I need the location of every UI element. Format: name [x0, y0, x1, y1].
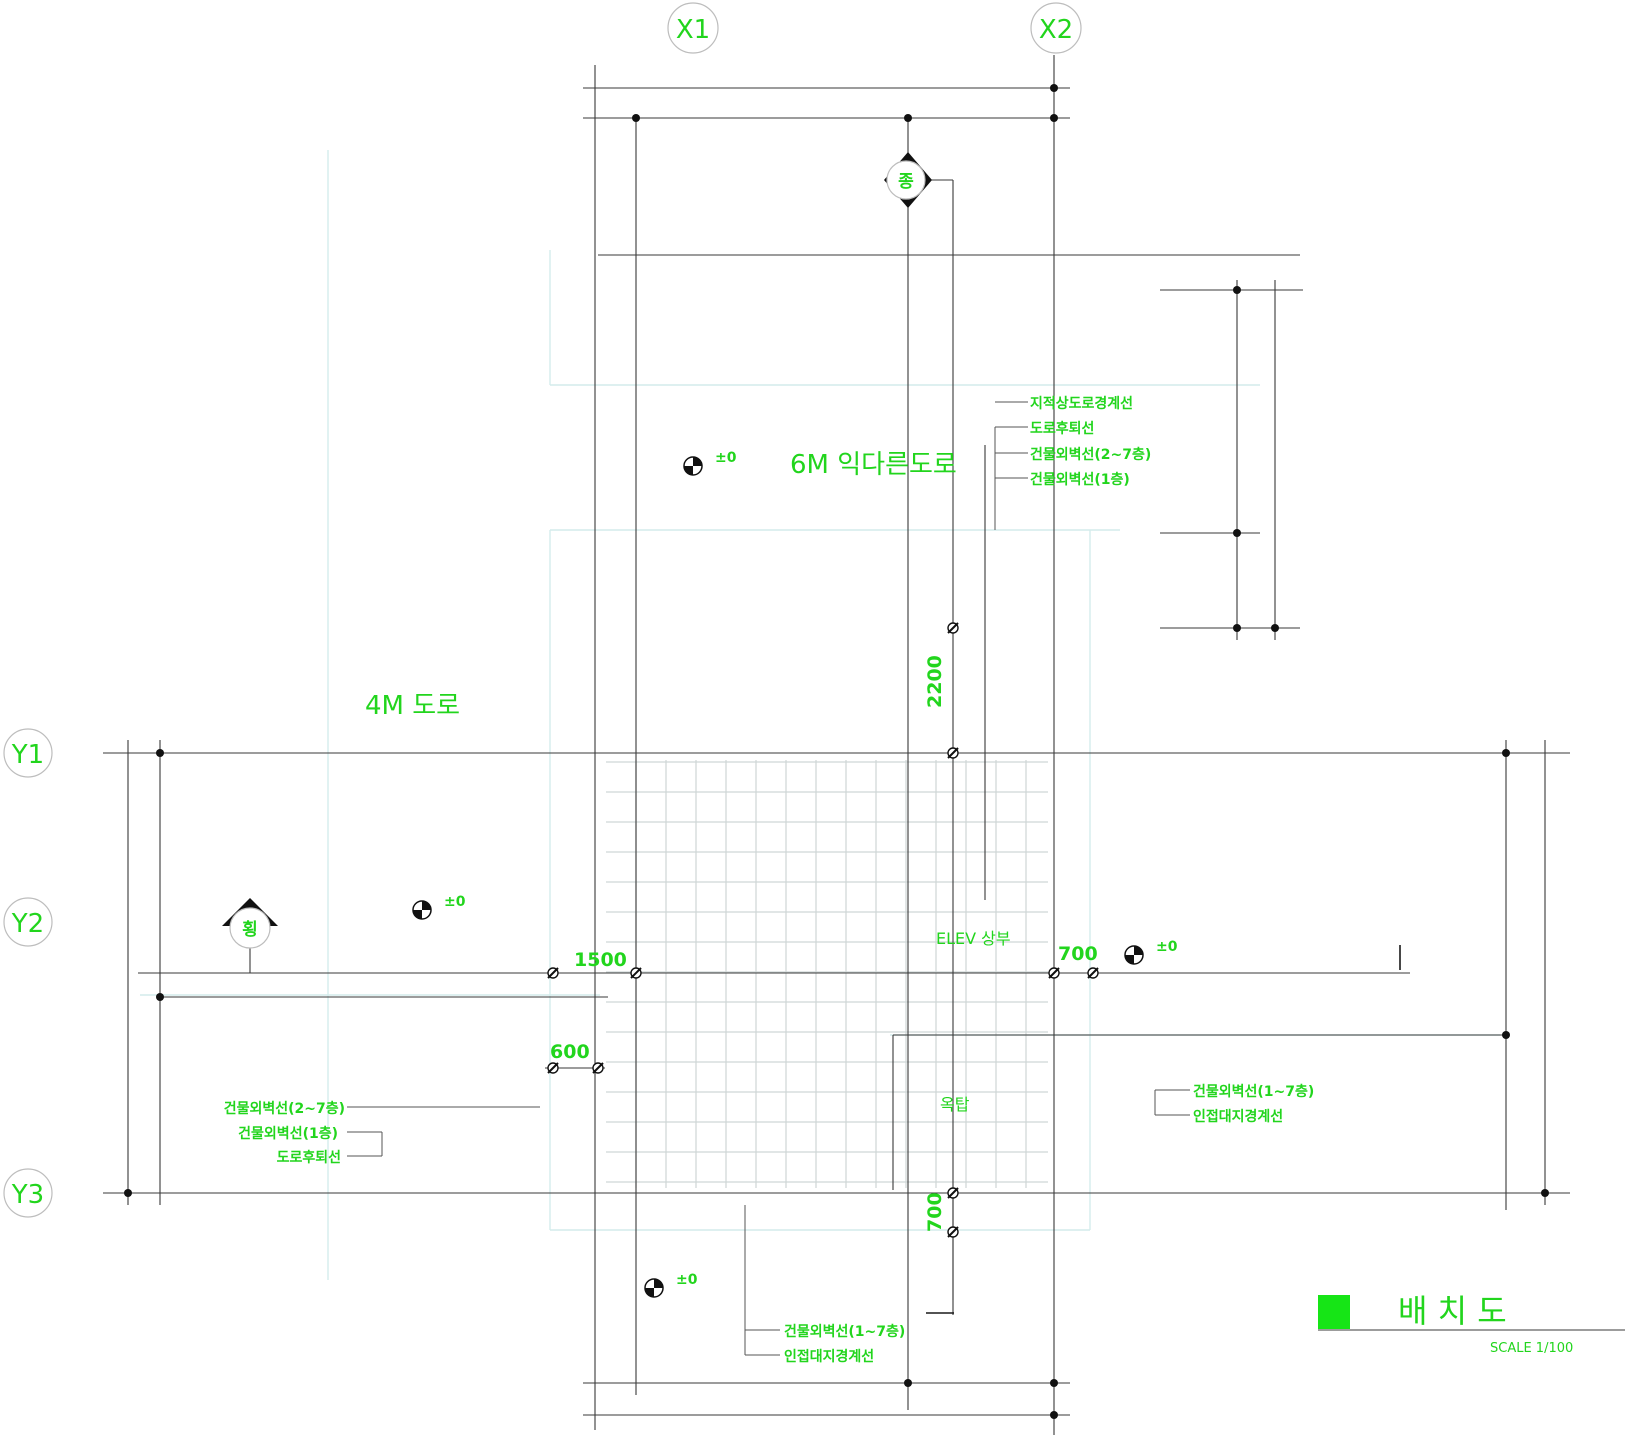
dimension-tick — [947, 1226, 959, 1238]
room-label-stair: 옥탑 — [940, 1095, 970, 1114]
section-mark-left-label: 횡 — [242, 920, 258, 940]
leader-group-top: 지적상도로경계선 도로후퇴선 건물외벽선(2~7층) 건물외벽선(1층) — [994, 395, 1151, 530]
leader-bottom-2: 인접대지경계선 — [784, 1348, 874, 1365]
dimension-1500: 1500 — [574, 949, 627, 971]
dimension-tick — [547, 1062, 559, 1074]
road-label-4m: 4M 도로 — [365, 691, 460, 721]
elevation-marker: ±0 — [683, 450, 737, 476]
elevation-marker: ±0 — [412, 894, 466, 920]
dimension-tick — [592, 1062, 604, 1074]
leader-top-1: 지적상도로경계선 — [1030, 395, 1133, 412]
leader-left-1: 건물외벽선(2~7층) — [224, 1100, 345, 1117]
leader-group-bottom: 건물외벽선(1~7층) 인접대지경계선 — [744, 1205, 905, 1365]
grid-label-x1: X1 — [676, 15, 710, 45]
dimension-tick — [1048, 967, 1060, 979]
elevation-markers: ±0 ±0 ±0 ±0 — [412, 450, 1178, 1298]
leader-group-left: 건물외벽선(2~7층) 건물외벽선(1층) 도로후퇴선 — [224, 1100, 540, 1166]
elevation-label: ±0 — [676, 1272, 698, 1288]
dimension-2200: 2200 — [924, 655, 946, 708]
grid-bubble-x2: X2 — [1030, 2, 1082, 54]
dimension-ticks — [547, 622, 1099, 1238]
dimension-600: 600 — [550, 1041, 590, 1063]
dimension-700-bottom: 700 — [924, 1192, 946, 1232]
grid-label-y1: Y1 — [11, 740, 44, 770]
dimension-tick — [630, 967, 642, 979]
elevation-marker: ±0 — [1124, 939, 1178, 965]
grid-bubble-y2: Y2 — [3, 897, 53, 947]
leader-left-3: 도로후퇴선 — [277, 1150, 341, 1166]
dimension-700-right: 700 — [1058, 943, 1098, 965]
leader-left-2: 건물외벽선(1층) — [238, 1125, 338, 1142]
drawing-scale: SCALE 1/100 — [1490, 1341, 1573, 1356]
grid-label-y2: Y2 — [11, 909, 44, 939]
leader-top-2: 도로후퇴선 — [1030, 421, 1094, 437]
grid-bubble-y1: Y1 — [3, 728, 53, 778]
title-marker — [1318, 1295, 1350, 1329]
dimension-tick — [947, 622, 959, 634]
building-grid-hatch — [606, 760, 1048, 1188]
elevation-label: ±0 — [1156, 939, 1178, 955]
grid-label-y3: Y3 — [11, 1180, 44, 1210]
section-mark-top-label: 종 — [898, 172, 914, 192]
leader-top-3: 건물외벽선(2~7층) — [1030, 446, 1151, 463]
dimension-tick — [1087, 967, 1099, 979]
elevation-label: ±0 — [444, 894, 466, 910]
dimension-dots — [124, 84, 1549, 1419]
drawing-title: 배 치 도 — [1398, 1292, 1507, 1330]
leader-top-4: 건물외벽선(1층) — [1030, 471, 1130, 488]
leader-right-2: 인접대지경계선 — [1193, 1108, 1283, 1125]
room-label-elev: ELEV 상부 — [936, 929, 1011, 948]
grid-lines — [103, 55, 1625, 1435]
leader-group-right: 건물외벽선(1~7층) 인접대지경계선 — [1154, 1083, 1314, 1125]
leader-right-1: 건물외벽선(1~7층) — [1193, 1083, 1314, 1100]
elevation-label: ±0 — [715, 450, 737, 466]
dimension-tick — [547, 967, 559, 979]
elevation-marker: ±0 — [644, 1272, 698, 1298]
grid-bubble-y3: Y3 — [3, 1168, 53, 1218]
section-mark-left: 횡 — [222, 898, 278, 949]
leader-bottom-1: 건물외벽선(1~7층) — [784, 1323, 905, 1340]
dimension-tick — [947, 747, 959, 759]
grid-bubble-x1: X1 — [667, 2, 719, 54]
road-label-6m: 6M 익다른도로 — [790, 450, 957, 480]
grid-label-x2: X2 — [1039, 15, 1073, 45]
title-block: 배 치 도 SCALE 1/100 — [1318, 1292, 1625, 1356]
dimension-tick — [947, 1187, 959, 1199]
section-mark-top: 종 — [884, 152, 932, 208]
